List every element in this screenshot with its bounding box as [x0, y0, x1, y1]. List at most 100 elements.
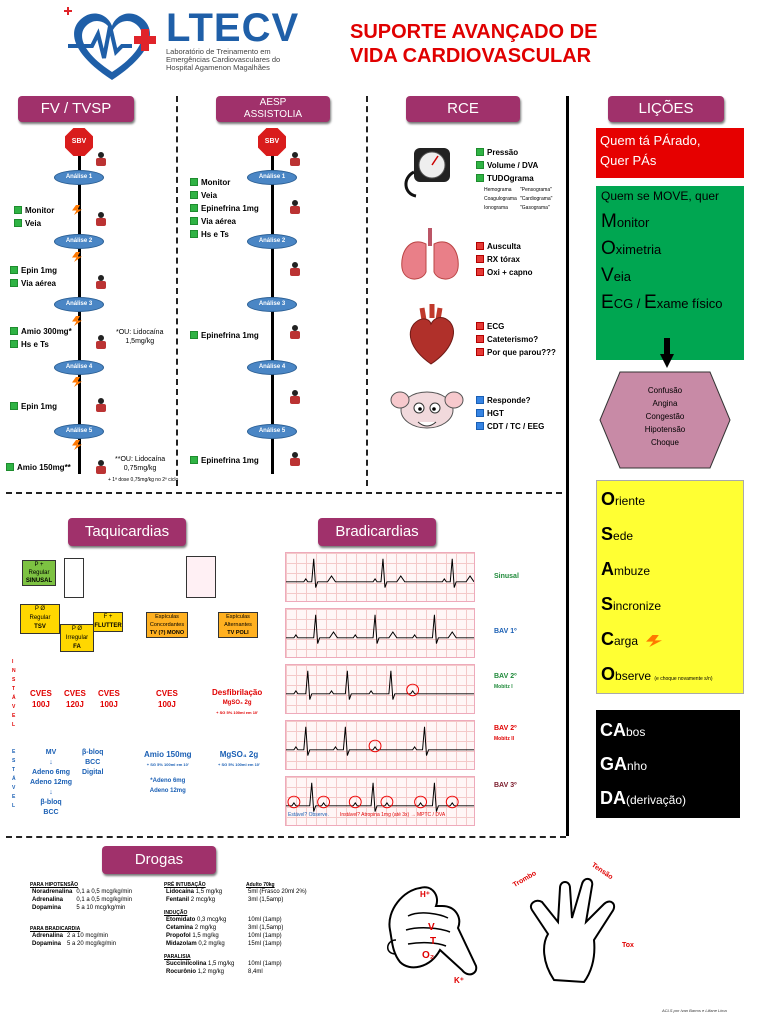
drug-dose: 1,5 mg/kg	[192, 933, 219, 939]
drug-section-title: INDUÇÃO	[164, 910, 188, 916]
drug-dose: 2 mg/kg	[194, 925, 217, 931]
fv-step-epin2: Epin 1mg	[10, 401, 57, 411]
rce-item-label: TUDOgrama	[487, 174, 534, 183]
drug-name-text: Succinilcolina	[166, 961, 207, 967]
arrow-down-icon	[660, 338, 674, 368]
fv-step-group: Monitor Veia	[14, 204, 54, 230]
step-label: Veia	[201, 191, 218, 200]
rescuer-icon	[290, 152, 300, 166]
analise-node: Análise 4	[54, 360, 104, 375]
shock-icon	[646, 635, 663, 647]
drug-volume: 10ml (1amp)	[248, 933, 282, 939]
mnemonic-letter: E	[644, 292, 657, 313]
drug-line: MV	[45, 749, 57, 756]
cves-item: CVES 100J	[98, 688, 120, 710]
ecg-strip-bav2-mobitz1	[285, 664, 475, 714]
tv-poli-box: Espículas Alternantes TV POLI	[218, 612, 258, 638]
credit-line: ACLS por Ivan Barros e Liliane Lima	[662, 1008, 727, 1013]
hand-label-h: H⁺	[420, 890, 430, 899]
analise-node: Análise 5	[54, 424, 104, 439]
shock-signs-list: Confusão Angina Congestão Hipotensão Cho…	[598, 384, 732, 449]
adult-column-header: Adulto 70kg	[246, 882, 275, 888]
box-line: SINUSAL	[25, 578, 53, 584]
fv-step-veia: Veia	[14, 217, 54, 230]
check-icon	[476, 348, 484, 356]
check-icon	[14, 206, 22, 214]
brain-character-icon	[388, 386, 466, 436]
drug-name: Fentanil 2 mcg/kg	[164, 896, 246, 904]
drug-name-text: Midazolam	[166, 941, 197, 947]
check-icon	[190, 204, 198, 212]
box-line: Alternantes	[224, 622, 252, 628]
mnemonic-letter: A	[601, 559, 614, 579]
drug-line: Amio 150mg	[144, 750, 192, 759]
licoes-header: LIÇÕES	[608, 96, 724, 122]
mnemonic-rest: bos	[626, 725, 646, 739]
oscaso-item: Sincronize	[601, 588, 739, 623]
rescuer-icon	[96, 152, 106, 166]
drug-volume: 3ml (1,5amp)	[248, 897, 284, 903]
oscaso-item: Oriente	[601, 483, 739, 518]
estavel-fa: β-bloq BCC Digital	[82, 748, 103, 778]
drug-line: β-bloq	[82, 749, 104, 756]
drug-volume: 3ml (1,5amp)	[248, 925, 284, 931]
drug-name: Adrenalina	[32, 933, 64, 939]
rhythm-strip-icon	[186, 556, 216, 598]
bradi-footer-stable: Estável? Observe.	[288, 812, 329, 818]
sbv-stop-icon: SBV	[65, 128, 93, 156]
hand-label-tox: Tox	[622, 942, 634, 949]
tsv-box: P Ø Regular TSV	[20, 604, 60, 634]
aesp-step-epi: Epinefrina 1mg	[190, 455, 259, 465]
shock-sign: Angina	[652, 399, 678, 408]
rescuer-icon	[290, 200, 300, 214]
note-line: *OU: Lidocaína	[116, 329, 164, 336]
drug-name: Lidocaína 1,5 mg/kg	[164, 888, 246, 896]
rescuer-icon	[290, 262, 300, 276]
mnemonic-letter: V	[601, 265, 614, 286]
rce-item-label: ECG	[487, 322, 505, 331]
fv-tvsp-header: FV / TVSP	[18, 96, 134, 122]
note-line: 1,5mg/kg	[125, 338, 155, 345]
check-icon	[6, 463, 14, 471]
cves-line: CVES	[98, 689, 120, 698]
box-line: TV POLI	[227, 630, 249, 636]
aesp-step: Epinefrina 1mg	[190, 202, 259, 215]
brand-subtitle-line: Hospital Agamenon Magalhães	[166, 63, 270, 72]
check-icon	[476, 255, 484, 263]
rce-group-cardiac: ECG Cateterismo? Por que parou???	[476, 320, 556, 359]
box-line: Irregular	[65, 635, 89, 641]
cves-line: 100J	[100, 700, 118, 709]
bradi-sublabel: Mobitz II	[494, 736, 514, 742]
step-label: Epin 1mg	[21, 266, 58, 275]
check-icon	[10, 340, 18, 348]
rce-group-hemodynamics: Pressão Volume / DVA TUDOgrama	[476, 146, 538, 185]
hand-label-o2: O₂	[422, 950, 435, 961]
check-icon	[190, 331, 198, 339]
rce-item: Por que parou???	[476, 346, 556, 359]
check-icon	[476, 422, 484, 430]
mnemonic-rest: arga	[614, 634, 639, 648]
shock-sign: Choque	[650, 438, 680, 447]
rce-item: Ausculta	[476, 240, 533, 253]
box-line: Espículas	[226, 614, 250, 620]
box-line: P Ø	[34, 606, 46, 612]
lesson-green-item: Oximetria	[601, 236, 739, 263]
analise-node: Análise 1	[54, 170, 104, 185]
ltecv-logo	[62, 6, 162, 84]
rescuer-icon	[96, 398, 106, 412]
arrow-down-icon: ↓	[49, 759, 53, 766]
cves-line: 100J	[158, 700, 176, 709]
desfib-line: + SG 5% 100ml em 10'	[216, 710, 259, 715]
fv-step-group: Epin 1mg Via aérea	[10, 264, 57, 290]
cagada-item: GAnho	[600, 748, 736, 782]
check-icon	[10, 279, 18, 287]
rce-item: ECG	[476, 320, 556, 333]
check-icon	[476, 161, 484, 169]
mnemonic-letter: S	[601, 594, 614, 614]
box-line: P +	[34, 562, 44, 568]
rce-item: Oxi + capno	[476, 266, 533, 279]
